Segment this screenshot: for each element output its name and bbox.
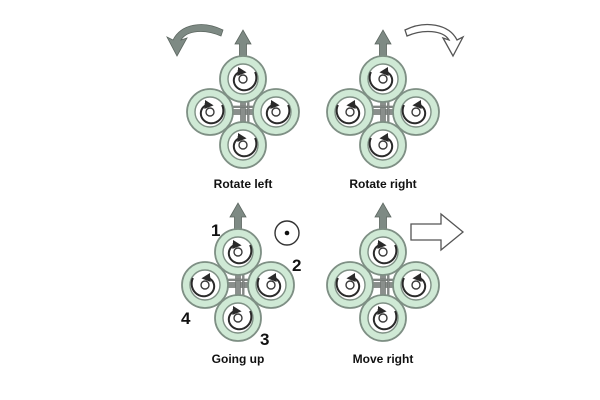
panel-caption: Going up <box>212 352 265 366</box>
rotor-back <box>214 294 262 342</box>
spin-counterclockwise-icon <box>335 100 361 125</box>
panel-caption: Rotate right <box>349 177 416 191</box>
spin-counterclockwise-icon <box>335 273 361 298</box>
rotor-front <box>359 228 407 276</box>
rotor-back <box>359 294 407 342</box>
panel-caption: Rotate left <box>214 177 273 191</box>
heading-arrow-icon <box>229 202 247 230</box>
spin-counterclockwise-icon <box>401 273 427 298</box>
rotor-left <box>326 88 374 136</box>
panel-rotate-left: Rotate left <box>166 24 300 191</box>
spin-clockwise-icon <box>232 133 258 158</box>
spin-counterclockwise-icon <box>256 273 282 298</box>
heading-arrow-icon <box>374 29 392 57</box>
rotate-right-arrow-icon <box>404 23 465 58</box>
panel-going-up: 1 2 3 4 Going up <box>181 202 301 366</box>
heading-arrow-icon <box>374 202 392 230</box>
spin-counterclockwise-icon <box>368 133 394 158</box>
rotor-back <box>219 121 267 169</box>
out-of-plane-dot-icon <box>274 220 300 246</box>
spin-counterclockwise-icon <box>368 67 394 92</box>
rotor-left <box>181 261 229 309</box>
heading-arrow-icon <box>234 29 252 57</box>
spin-counterclockwise-icon <box>190 273 216 298</box>
rotor-number-3: 3 <box>260 330 269 349</box>
quadcopter <box>326 29 440 169</box>
rotor-front <box>219 55 267 103</box>
rotor-front <box>359 55 407 103</box>
rotor-right <box>252 88 300 136</box>
spin-clockwise-icon <box>227 306 253 331</box>
spin-clockwise-icon <box>265 100 291 125</box>
rotor-front <box>214 228 262 276</box>
rotor-back <box>359 121 407 169</box>
rotor-number-2: 2 <box>292 256 301 275</box>
rotate-left-arrow-icon <box>166 24 224 57</box>
rotor-number-4: 4 <box>181 309 191 328</box>
panel-caption: Move right <box>353 352 414 366</box>
spin-clockwise-icon <box>372 306 398 331</box>
panel-move-right: Move right <box>326 202 465 366</box>
quadcopter <box>326 202 440 342</box>
spin-clockwise-icon <box>227 240 253 265</box>
rotor-right <box>247 261 295 309</box>
panel-rotate-right: Rotate right <box>326 23 465 191</box>
rotor-right <box>392 88 440 136</box>
spin-counterclockwise-icon <box>401 100 427 125</box>
rotor-left <box>186 88 234 136</box>
move-right-arrow-icon <box>410 212 465 252</box>
rotor-right <box>392 261 440 309</box>
spin-clockwise-icon <box>372 240 398 265</box>
spin-clockwise-icon <box>199 100 225 125</box>
quadcopter <box>186 29 300 169</box>
rotor-left <box>326 261 374 309</box>
rotor-number-1: 1 <box>211 221 220 240</box>
spin-clockwise-icon <box>232 67 258 92</box>
quadcopter <box>181 202 295 342</box>
